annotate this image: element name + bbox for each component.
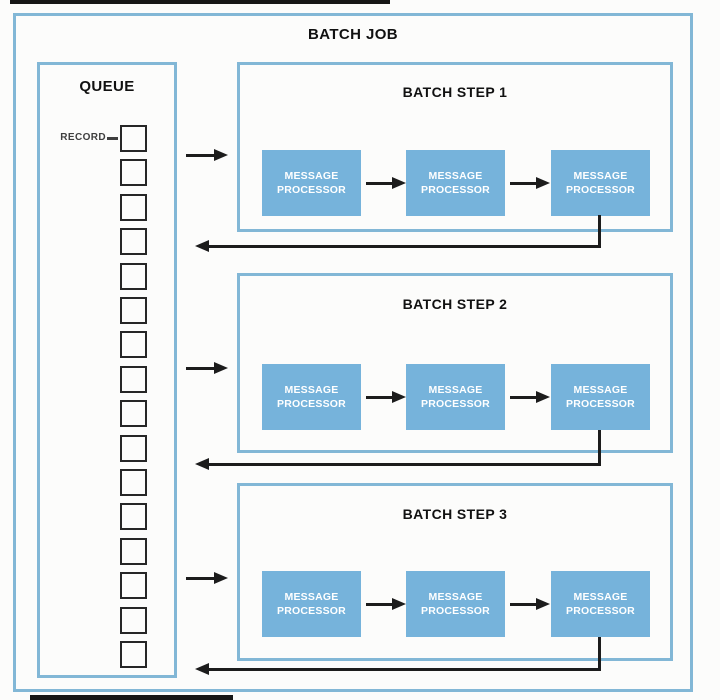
queue-to-step-1-arrowhead-icon xyxy=(214,149,228,161)
queue-record-square xyxy=(120,537,147,565)
processor-arrow-line xyxy=(366,181,393,185)
batch-step-3-title: BATCH STEP 3 xyxy=(402,506,508,522)
message-processor-label: PROCESSOR xyxy=(566,605,635,617)
batch-step-2-box xyxy=(237,273,673,453)
return-arrow-3-vertical-line xyxy=(598,637,601,671)
processor-arrowhead-icon xyxy=(536,598,550,610)
message-processor-box: MESSAGE PROCESSOR xyxy=(262,571,361,637)
return-arrow-3-arrowhead-icon xyxy=(195,663,209,675)
processor-arrowhead-icon xyxy=(536,177,550,189)
queue-record-square xyxy=(120,572,147,600)
record-label: RECORD xyxy=(60,132,106,143)
message-processor-box: MESSAGE PROCESSOR xyxy=(551,150,650,216)
message-processor-box: MESSAGE PROCESSOR xyxy=(262,364,361,430)
message-processor-label: PROCESSOR xyxy=(421,605,490,617)
queue-record-square xyxy=(120,297,147,324)
processor-arrow-line xyxy=(366,395,393,399)
message-processor-label: MESSAGE xyxy=(428,590,483,603)
processor-arrowhead-icon xyxy=(392,598,406,610)
queue-to-step-1-arrow-line xyxy=(186,153,215,157)
message-processor-label: MESSAGE xyxy=(428,169,483,182)
message-processor-label: MESSAGE xyxy=(573,383,628,396)
message-processor-label: MESSAGE xyxy=(573,590,628,603)
message-processor-label: MESSAGE xyxy=(284,590,339,603)
batch-job-title: BATCH JOB xyxy=(308,26,398,43)
message-processor-label: PROCESSOR xyxy=(277,184,346,196)
bottom-edge-artifact xyxy=(30,695,233,700)
return-arrow-3-line xyxy=(209,668,601,671)
processor-arrowhead-icon xyxy=(392,391,406,403)
return-arrow-2-line xyxy=(209,463,601,466)
batch-step-1-title: BATCH STEP 1 xyxy=(402,84,508,100)
processor-arrow-line xyxy=(510,395,537,399)
message-processor-box: MESSAGE PROCESSOR xyxy=(551,364,650,430)
message-processor-label: MESSAGE xyxy=(284,383,339,396)
message-processor-label: MESSAGE xyxy=(284,169,339,182)
processor-arrow-line xyxy=(510,602,537,606)
queue-record-square xyxy=(120,641,147,668)
batch-step-2-title: BATCH STEP 2 xyxy=(402,296,508,312)
message-processor-label: MESSAGE xyxy=(428,383,483,396)
message-processor-box: MESSAGE PROCESSOR xyxy=(406,364,505,430)
return-arrow-2-vertical-line xyxy=(598,430,601,466)
message-processor-label: PROCESSOR xyxy=(566,184,635,196)
queue-record-square xyxy=(120,469,147,496)
message-processor-box: MESSAGE PROCESSOR xyxy=(551,571,650,637)
queue-record-square xyxy=(120,331,147,359)
queue-record-square xyxy=(120,503,147,531)
processor-arrowhead-icon xyxy=(392,177,406,189)
message-processor-label: PROCESSOR xyxy=(277,398,346,410)
message-processor-label: PROCESSOR xyxy=(421,184,490,196)
return-arrow-1-vertical-line xyxy=(598,215,601,248)
message-processor-box: MESSAGE PROCESSOR xyxy=(406,150,505,216)
batch-step-3-box xyxy=(237,483,673,661)
queue-record-square xyxy=(120,606,147,634)
message-processor-label: PROCESSOR xyxy=(421,398,490,410)
queue-to-step-3-arrow-line xyxy=(186,576,215,580)
message-processor-label: PROCESSOR xyxy=(277,605,346,617)
return-arrow-1-line xyxy=(209,245,601,248)
processor-arrow-line xyxy=(510,181,537,185)
message-processor-box: MESSAGE PROCESSOR xyxy=(406,571,505,637)
return-arrow-1-arrowhead-icon xyxy=(195,240,209,252)
queue-record-square xyxy=(120,365,147,393)
queue-record-square xyxy=(120,193,147,221)
queue-record-square xyxy=(120,434,147,462)
return-arrow-2-arrowhead-icon xyxy=(195,458,209,470)
record-pointer-line xyxy=(107,137,118,140)
queue-record-square xyxy=(120,228,147,256)
queue-box xyxy=(37,62,177,678)
queue-to-step-2-arrowhead-icon xyxy=(214,362,228,374)
queue-title: QUEUE xyxy=(79,78,135,95)
queue-record-square xyxy=(120,125,147,152)
message-processor-label: MESSAGE xyxy=(573,169,628,182)
message-processor-label: PROCESSOR xyxy=(566,398,635,410)
batch-step-1-box xyxy=(237,62,673,232)
processor-arrow-line xyxy=(366,602,393,606)
processor-arrowhead-icon xyxy=(536,391,550,403)
queue-to-step-2-arrow-line xyxy=(186,366,215,370)
message-processor-box: MESSAGE PROCESSOR xyxy=(262,150,361,216)
queue-record-square xyxy=(120,159,147,187)
queue-to-step-3-arrowhead-icon xyxy=(214,572,228,584)
top-edge-artifact xyxy=(10,0,390,4)
queue-record-square xyxy=(120,262,147,290)
queue-record-square xyxy=(120,400,147,428)
